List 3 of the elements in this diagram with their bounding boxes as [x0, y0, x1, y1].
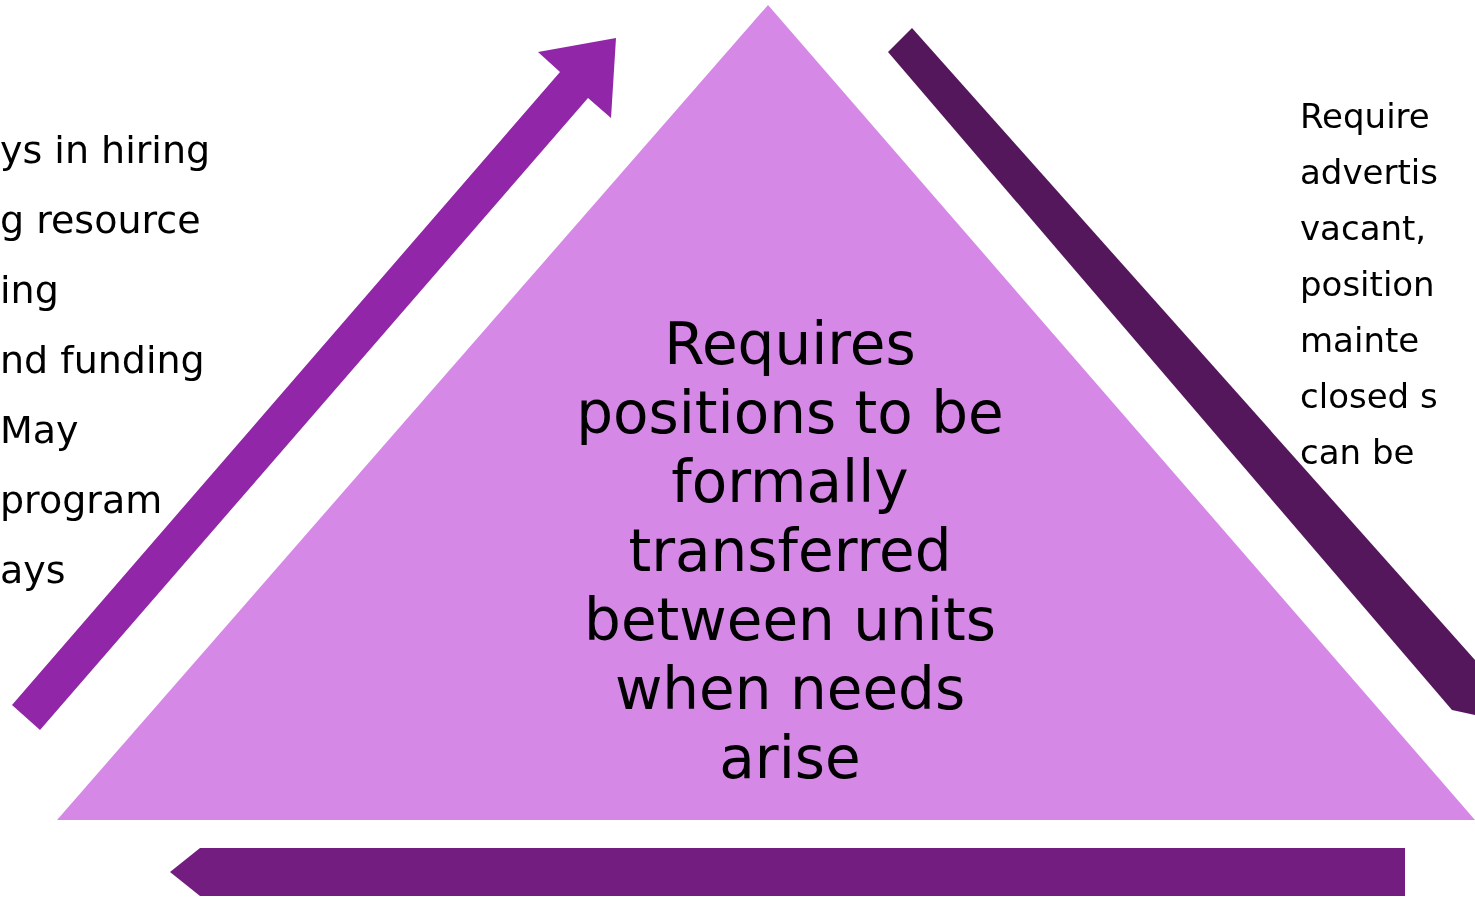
triangle-text: Requires positions to be formally transferred between units when needs arise [575, 310, 1005, 793]
note-text: ys in hiring g resource ing nd funding May program ays [0, 127, 211, 594]
note-text: Require advertis vacant, position mainte closed s can be [1300, 95, 1438, 474]
